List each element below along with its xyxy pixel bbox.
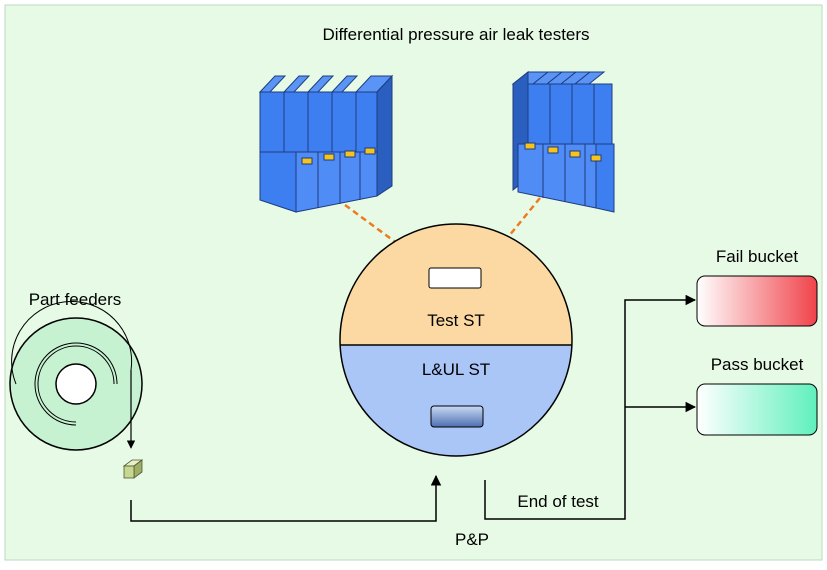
rotary-table-outline — [339, 223, 573, 457]
test-station-label: Test ST — [427, 311, 485, 330]
diagram-title: Differential pressure air leak testers — [322, 25, 589, 44]
feeder-spiral-inner — [37, 345, 115, 423]
fail-bucket — [696, 275, 818, 327]
tester-right-connector — [481, 197, 541, 270]
test-fixture — [428, 267, 482, 289]
part-feeders-label: Part feeders — [29, 290, 122, 309]
leak-tester-left — [258, 74, 394, 213]
load-fixture — [430, 405, 484, 428]
feeder-spiral-outer — [11, 301, 133, 385]
end-of-test-label: End of test — [517, 492, 599, 511]
leak-tester-right — [511, 70, 615, 213]
pass-bucket — [696, 383, 818, 436]
load-unload-station-label: L&UL ST — [422, 360, 490, 379]
fail-bucket-label: Fail bucket — [716, 247, 798, 266]
fail-route-line — [484, 294, 697, 520]
feeder-center — [55, 363, 97, 405]
pass-bucket-label: Pass bucket — [711, 355, 804, 374]
pick-and-place-path — [130, 474, 442, 522]
part-feeder — [9, 301, 144, 479]
part-cube — [122, 459, 144, 479]
pick-and-place-label: P&P — [455, 530, 489, 549]
